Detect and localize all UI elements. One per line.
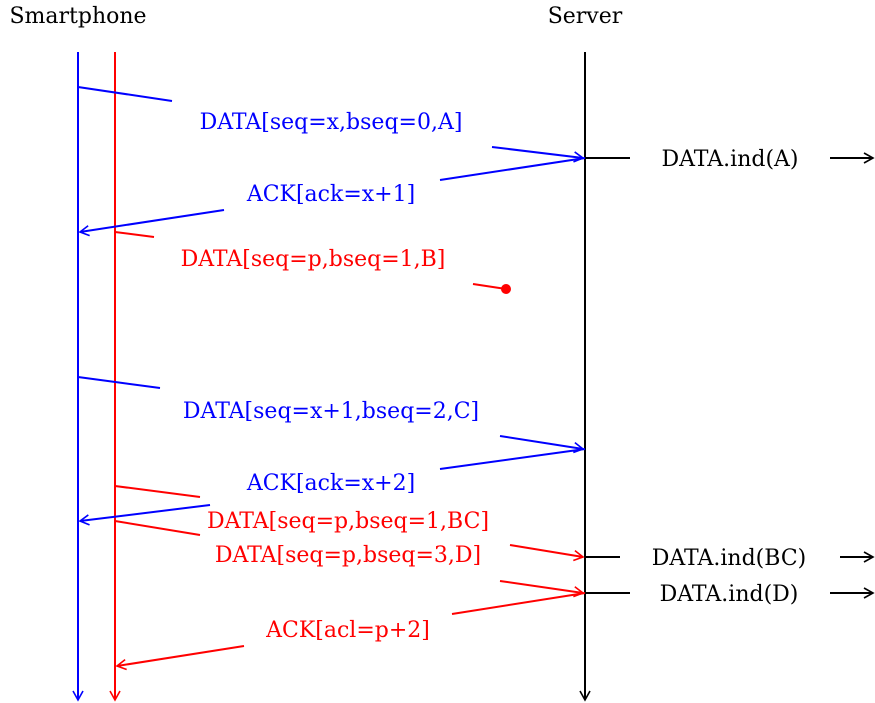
message-label: DATA[seq=p,bseq=1,BC] [207, 509, 489, 534]
message-label: ACK[ack=x+2] [246, 471, 415, 496]
message-data-bc: DATA[seq=p,bseq=1,BC] [114, 485, 585, 562]
lost-message-dot [501, 284, 511, 294]
server-header: Server [548, 4, 623, 29]
indication-d: DATA.ind(D) [585, 582, 875, 607]
message-ack-x1: ACK[ack=x+1] [78, 157, 586, 237]
indication-label: DATA.ind(A) [661, 147, 798, 172]
message-data-b-lost: DATA[seq=p,bseq=1,B] [114, 231, 511, 294]
message-label: DATA[seq=p,bseq=3,D] [215, 543, 481, 568]
message-ack-p2: ACK[acl=p+2] [115, 592, 586, 671]
message-ack-x2: ACK[ack=x+2] [78, 448, 586, 526]
message-label: DATA[seq=p,bseq=1,B] [181, 247, 446, 272]
indication-label: DATA.ind(D) [660, 582, 799, 607]
message-data-d: DATA[seq=p,bseq=3,D] [114, 520, 585, 598]
message-data-c: DATA[seq=x+1,bseq=2,C] [77, 376, 585, 454]
message-label: ACK[acl=p+2] [265, 618, 430, 643]
message-data-a: DATA[seq=x,bseq=0,A] [77, 86, 585, 163]
indication-bc: DATA.ind(BC) [585, 546, 875, 571]
smartphone-header: Smartphone [9, 4, 146, 29]
message-label: ACK[ack=x+1] [246, 182, 415, 207]
indication-label: DATA.ind(BC) [652, 546, 807, 571]
indication-a: DATA.ind(A) [585, 147, 875, 172]
message-label: DATA[seq=x+1,bseq=2,C] [183, 399, 479, 424]
message-label: DATA[seq=x,bseq=0,A] [200, 110, 463, 135]
